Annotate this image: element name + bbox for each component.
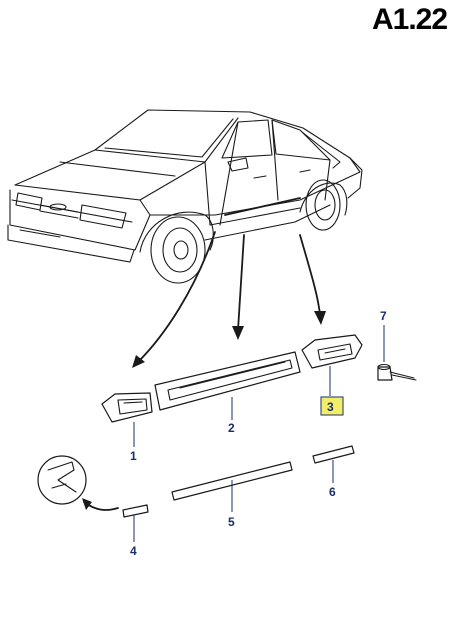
screw-clip-icon: [377, 363, 417, 381]
callout-7: 7: [380, 309, 387, 323]
callout-2: 2: [228, 421, 235, 435]
page-title: A1.22: [372, 3, 448, 36]
part-3-rear-molding: [301, 334, 363, 369]
direction-arrows: [132, 231, 326, 368]
callout-3: 3: [327, 400, 334, 414]
part-4-end-cap: [122, 504, 149, 518]
car-line-drawing: [7, 109, 363, 284]
callout-4: 4: [130, 544, 137, 558]
callout-6: 6: [329, 485, 336, 499]
part-1-front-molding: [101, 392, 153, 423]
detail-magnifier-icon: [37, 455, 119, 511]
callout-5: 5: [228, 515, 235, 529]
callout-3-highlight: [320, 396, 344, 416]
part-2-door-molding: [154, 351, 301, 411]
callout-1: 1: [130, 449, 137, 463]
part-6-short-strip: [312, 445, 355, 464]
